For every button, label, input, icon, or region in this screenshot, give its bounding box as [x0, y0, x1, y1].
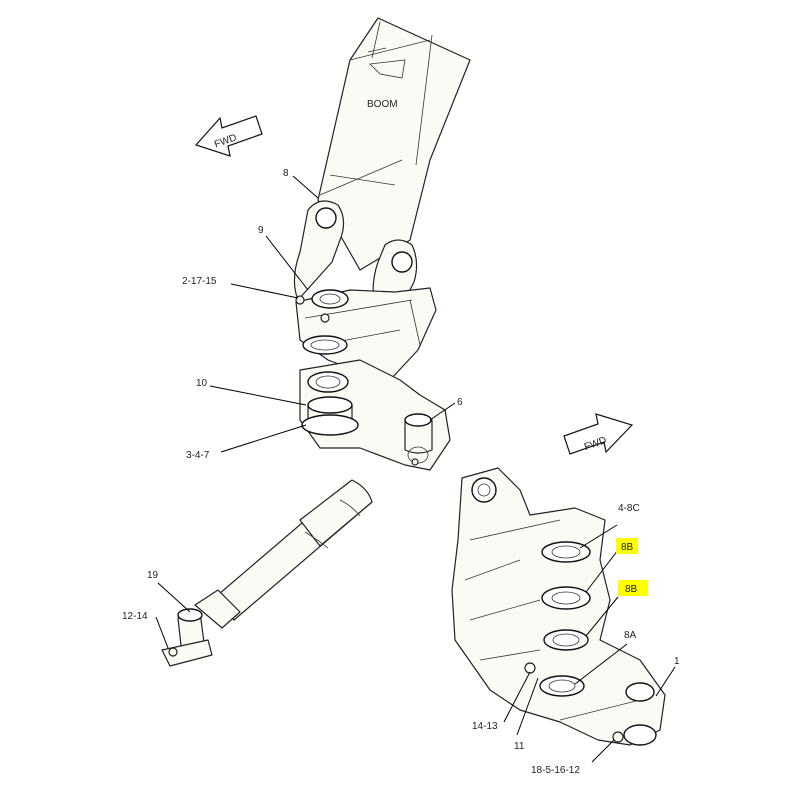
- leader-lines: [155, 175, 676, 763]
- label-8A: 8A: [624, 630, 637, 641]
- label-19: 19: [147, 570, 159, 581]
- fwd-arrow-top: FWD: [194, 115, 263, 157]
- callouts: BOOM 8 9 2-17-15 10 6 3-4-7 19 12-14 4-8…: [122, 99, 680, 776]
- label-3-4-7: 3-4-7: [186, 450, 210, 461]
- label-14-13: 14-13: [472, 721, 498, 732]
- label-8B-lower: 8B: [625, 584, 638, 595]
- label-4-8C: 4-8C: [618, 503, 640, 514]
- upper-linkage: [293, 200, 451, 471]
- label-18-5-16-12: 18-5-16-12: [531, 765, 580, 776]
- fwd-arrow-right: FWD: [563, 413, 634, 455]
- label-8: 8: [283, 168, 289, 179]
- label-12-14: 12-14: [122, 611, 148, 622]
- lower-bracket: [451, 467, 666, 746]
- cylinder-part: [161, 479, 373, 667]
- label-9: 9: [258, 225, 264, 236]
- boom-part: [317, 17, 471, 271]
- label-8B-upper: 8B: [621, 542, 634, 553]
- label-boom: BOOM: [367, 99, 398, 110]
- label-2-17-15: 2-17-15: [182, 276, 217, 287]
- label-6: 6: [457, 397, 463, 408]
- highlight-8B-upper: [616, 538, 638, 554]
- label-1: 1: [674, 656, 680, 667]
- label-11: 11: [514, 741, 525, 752]
- highlight-8B-lower: [618, 580, 648, 596]
- label-10: 10: [196, 378, 208, 389]
